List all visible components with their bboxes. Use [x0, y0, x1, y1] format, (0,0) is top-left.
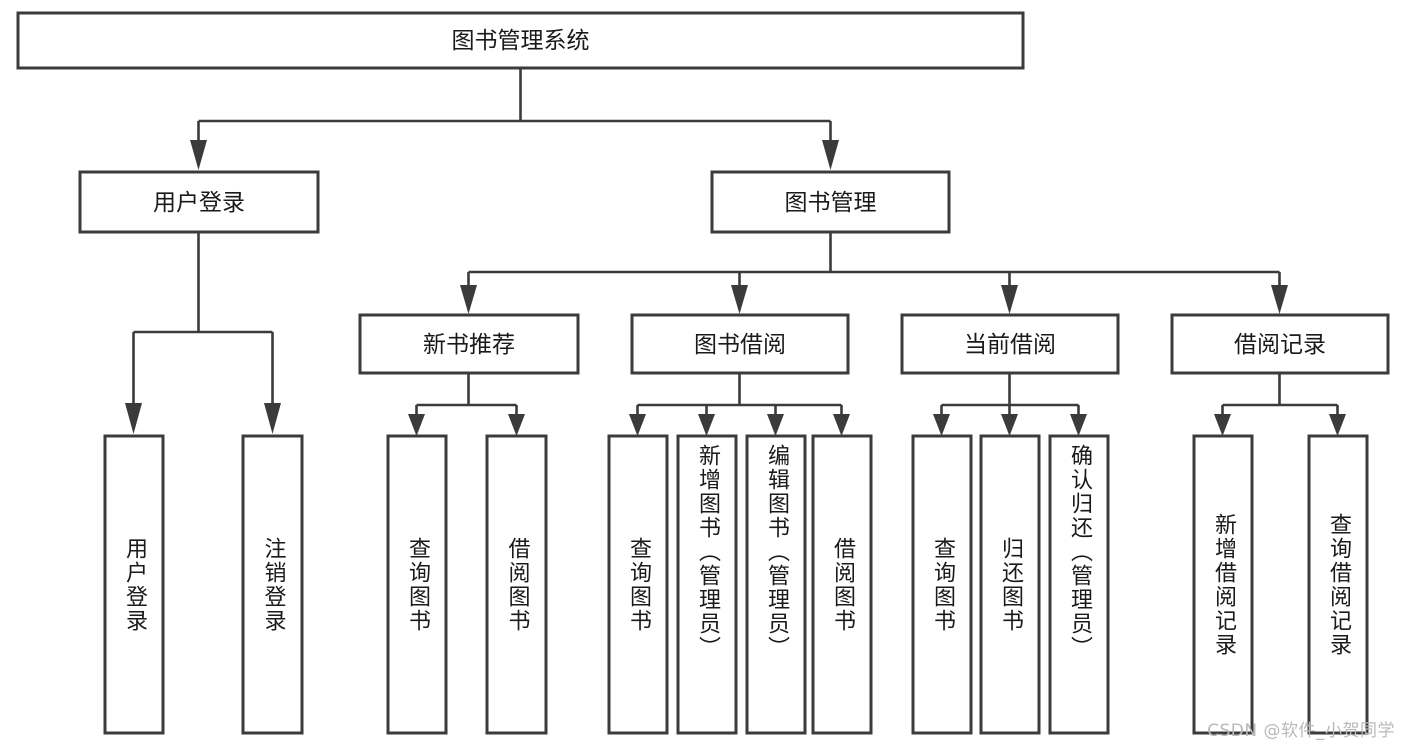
node-leaf-query-book-cb[interactable]	[911, 434, 973, 735]
node-leaf-logout[interactable]	[241, 434, 304, 735]
label-current-borrow: 当前借阅	[964, 332, 1056, 358]
node-leaf-confirm-return-admin[interactable]	[1048, 434, 1110, 735]
connectors-borrow-record-to-leaves	[1214, 373, 1346, 436]
label-root: 图书管理系统	[452, 28, 590, 54]
node-leaf-borrow-book-nb[interactable]	[485, 434, 548, 735]
label-book-management: 图书管理	[785, 190, 877, 216]
label-book-borrow: 图书借阅	[694, 332, 786, 358]
connectors-user-login-to-leaves	[125, 232, 281, 434]
label-new-book-recommend: 新书推荐	[423, 332, 515, 358]
node-leaf-query-book-nb[interactable]	[386, 434, 448, 735]
arrow-head-nb-leaf1	[408, 414, 425, 436]
arrow-head-bb-leaf2	[698, 414, 715, 436]
node-leaf-borrow-book-bb[interactable]	[811, 434, 873, 735]
node-leaf-query-borrow-record[interactable]	[1307, 434, 1369, 735]
node-leaf-edit-book-admin[interactable]	[745, 434, 807, 735]
connectors-new-book-to-leaves	[408, 373, 525, 436]
arrow-head-cb-leaf3	[1070, 414, 1087, 436]
node-borrow-record[interactable]	[1170, 313, 1390, 375]
arrow-head-current-borrow	[1001, 285, 1018, 314]
connectors-book-borrow-to-leaves	[629, 373, 850, 436]
watermark-text: CSDN @软件_小贺同学	[1207, 721, 1395, 741]
arrow-head-br-leaf2	[1329, 414, 1346, 436]
arrow-head-cb-leaf1	[933, 414, 950, 436]
label-borrow-record: 借阅记录	[1234, 332, 1326, 358]
node-leaf-query-book-bb[interactable]	[607, 434, 669, 735]
node-leaf-return-book[interactable]	[979, 434, 1041, 735]
arrow-head-cb-leaf2	[1001, 414, 1018, 436]
arrow-head-book-manage	[822, 140, 839, 170]
arrow-head-nb-leaf2	[508, 414, 525, 436]
connectors-current-borrow-to-leaves	[933, 373, 1087, 436]
node-root-book-management-system[interactable]	[16, 11, 1025, 70]
arrow-head-bb-leaf3	[767, 414, 784, 436]
arrow-head-borrow-record	[1271, 285, 1288, 314]
node-current-borrow[interactable]	[900, 313, 1120, 375]
arrow-head-bb-leaf4	[833, 414, 850, 436]
arrow-head-br-leaf1	[1214, 414, 1231, 436]
label-user-login: 用户登录	[153, 190, 245, 216]
arrow-head-bb-leaf1	[629, 414, 646, 436]
node-leaf-add-book-admin[interactable]	[676, 434, 738, 735]
node-leaf-add-borrow-record[interactable]	[1192, 434, 1254, 735]
node-user-login[interactable]	[78, 170, 320, 234]
arrow-head-user-login	[190, 140, 207, 170]
node-leaf-user-login[interactable]	[103, 434, 165, 735]
connectors-book-manage-to-level3	[460, 232, 1288, 314]
node-book-management[interactable]	[710, 170, 951, 234]
node-book-borrow[interactable]	[630, 313, 850, 375]
arrow-head-new-book	[460, 285, 477, 314]
arrow-head-leaf-logout	[264, 403, 281, 434]
arrow-head-book-borrow	[731, 285, 748, 314]
arrow-head-leaf-user-login	[125, 403, 142, 434]
node-new-book-recommend[interactable]	[358, 313, 580, 375]
connectors-root-to-level2	[190, 68, 839, 170]
